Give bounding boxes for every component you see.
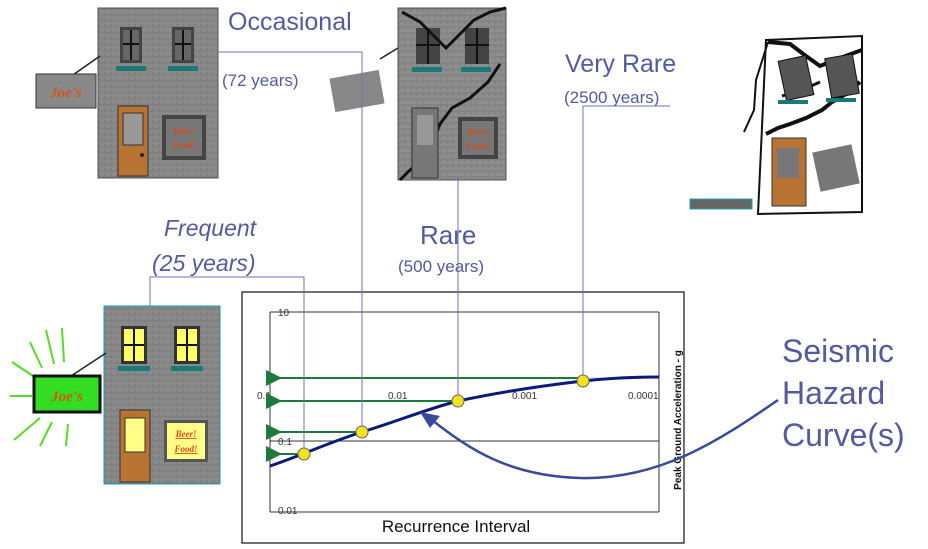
connector-frequent	[149, 276, 305, 448]
point-frequent	[297, 447, 311, 461]
window-icon	[461, 28, 491, 72]
chart-frame	[241, 291, 685, 544]
rare-period-label: (500 years)	[398, 257, 484, 276]
collapsed-window	[812, 144, 860, 192]
joes-sign-text: Joe's	[50, 389, 83, 405]
fallen-sign	[329, 69, 385, 113]
crack	[401, 6, 507, 51]
joes-sign: Joe's	[32, 374, 102, 414]
food-text: Food!	[465, 141, 489, 151]
glow-rays-icon	[10, 327, 69, 447]
door-icon	[411, 107, 439, 179]
door-icon	[119, 409, 151, 483]
food-text: Food!	[173, 444, 197, 454]
joes-sign: Joe's	[35, 73, 97, 109]
building-occasional: Beer! Food! Joe's	[35, 7, 219, 179]
y-tick-label: 0.1	[278, 437, 292, 448]
hazard-chart: 10 0.1 0.01 0.1 0.01 0.001 0.0001 Recurr…	[241, 291, 685, 544]
x-tick-label: 0.0001	[628, 391, 659, 402]
beer-text: Beer!	[173, 126, 195, 136]
window-icon	[116, 27, 146, 71]
connector-occasional	[218, 51, 363, 426]
x-axis-title: Recurrence Interval	[382, 517, 530, 536]
rare-label: Rare	[420, 220, 476, 250]
beer-text: Beer!	[175, 429, 197, 439]
very-rare-period-label: (2500 years)	[564, 88, 659, 107]
point-very-rare	[576, 374, 590, 388]
occasional-label: Occasional	[228, 8, 352, 36]
window-icon	[168, 27, 198, 71]
y-axis-title: Peak Ground Acceleration - g	[673, 350, 684, 490]
y-tick-label: 10	[278, 308, 290, 319]
building-frequent: Beer! Food! Joe's	[10, 305, 221, 485]
occasional-period-label: (72 years)	[222, 71, 299, 90]
window-icon	[777, 54, 815, 104]
x-tick-label: 0.1	[257, 391, 271, 402]
food-text: Food!	[171, 140, 195, 150]
window-sign: Beer! Food!	[164, 420, 208, 462]
frequent-period-label: (25 years)	[152, 250, 256, 276]
x-tick-label: 0.01	[388, 391, 408, 402]
window-icon	[412, 28, 442, 72]
hazard-curve-label-line2: Hazard	[782, 375, 885, 411]
beer-text: Beer!	[467, 127, 489, 137]
door-icon	[771, 137, 807, 207]
hazard-pointer-arrow	[420, 398, 779, 480]
joes-sign-text: Joe's	[49, 85, 82, 101]
window-icon	[824, 53, 860, 102]
x-tick-label: 0.001	[512, 391, 537, 402]
point-occasional	[355, 425, 369, 439]
hazard-curve-label-line1: Seismic	[782, 333, 894, 369]
window-icon	[171, 326, 203, 371]
frequent-label: Frequent	[164, 215, 258, 241]
hazard-curve-label-line3: Curve(s)	[782, 417, 905, 453]
window-icon	[118, 326, 150, 371]
point-rare	[451, 394, 465, 408]
window-sign: Beer! Food!	[458, 117, 498, 159]
y-tick-label: 0.01	[278, 506, 298, 517]
window-sign: Beer! Food!	[162, 115, 206, 160]
building-rare: Beer! Food!	[329, 6, 507, 182]
fallen-sign	[689, 198, 753, 210]
connector-very-rare	[582, 105, 670, 375]
door-icon	[117, 105, 149, 177]
building-very-rare	[689, 34, 863, 216]
very-rare-label: Very Rare	[565, 50, 676, 78]
